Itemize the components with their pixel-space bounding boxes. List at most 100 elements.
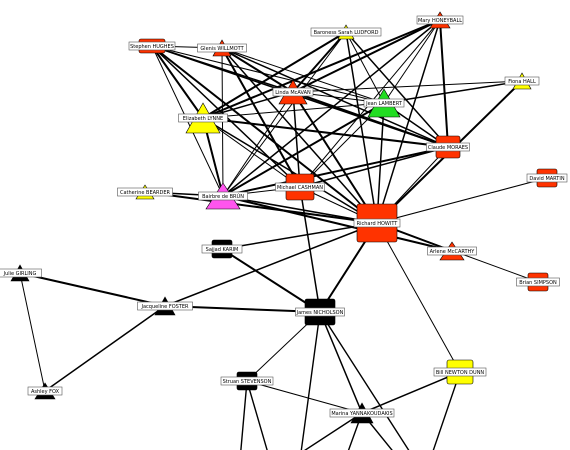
node-label-text: David MARTIN	[529, 176, 564, 182]
node-label-fiona-hall: Fiona HALL	[504, 76, 540, 86]
node-label-jacqueline-foster: Jacqueline FOSTER	[137, 301, 193, 311]
node-label-text: Jacqueline FOSTER	[141, 304, 190, 310]
node-label-text: James NICHOLSON	[296, 310, 344, 316]
node-label-glenis-willmott: Glenis WILLMOTT	[197, 43, 247, 53]
edge-elizabeth_lynne-michael_cashman	[202, 117, 301, 188]
edge-bill_newton_dunn-marina_yannakoudakis	[361, 371, 461, 414]
node-label-jean-lambert: Jean LAMBERT	[363, 98, 405, 108]
edge-mary_honeyball-elizabeth_lynne	[202, 19, 441, 119]
node-label-text: Brian SIMPSON	[519, 280, 557, 286]
edge-david_martin-richard_howitt	[376, 177, 548, 224]
node-label-elizabeth-lynne: Elizabeth LYNNE	[178, 113, 228, 123]
edge-baroness_sarah_ludford-linda_mcavan	[292, 31, 347, 93]
edge-elizabeth_lynne-claude_moraes	[202, 117, 449, 148]
edge-mary_honeyball-richard_howitt	[376, 19, 441, 224]
edge-julie_girling-ashley_fox	[19, 272, 46, 392]
edge-offscreen-0	[240, 380, 248, 450]
node-label-text: Ashley FOX	[31, 389, 60, 395]
node-label-david-martin: David MARTIN	[526, 173, 568, 183]
edge-linda_mcavan-michael_cashman	[292, 91, 301, 188]
edge-offscreen-6	[319, 311, 410, 450]
edge-richard_howitt-sajjad_karim	[221, 222, 378, 250]
edge-glenis_willmott-michael_cashman	[221, 47, 301, 188]
edge-james_nicholson-marina_yannakoudakis	[319, 311, 363, 414]
edge-catherine_bearder-richard_howitt	[144, 191, 378, 224]
node-label-text: Mary HONEYBALL	[418, 18, 462, 24]
node-label-arlene-mccarthy: Arlene McCARTHY	[427, 246, 477, 256]
edge-mary_honeyball-baroness_de_brun	[222, 19, 441, 197]
node-label-text: Sajjad KARIM	[206, 247, 239, 253]
edge-glenis_willmott-jean_lambert	[221, 47, 385, 104]
edge-fiona_hall-linda_mcavan	[292, 80, 523, 93]
node-label-mary-honeyball: Mary HONEYBALL	[416, 15, 464, 25]
node-label-baroness-de-brun: Bairbre de BRÚN	[198, 191, 248, 201]
node-label-linda-mcavan: Linda McAVAN	[272, 87, 314, 97]
node-label-text: Glenis WILLMOTT	[200, 46, 244, 52]
node-label-text: Catherine BEARDER	[120, 190, 171, 196]
node-label-marina-yannakoudakis: Marina YANNAKOUDAKIS	[329, 408, 395, 418]
edge-offscreen-1	[246, 380, 268, 450]
edge-jean_lambert-richard_howitt	[376, 102, 385, 224]
node-label-catherine-bearder: Catherine BEARDER	[117, 187, 173, 197]
node-label-text: Stephen HUGHES	[130, 44, 174, 50]
node-label-text: Baroness Sarah LUDFORD	[314, 30, 379, 36]
edge-baroness_sarah_ludford-baroness_de_brun	[222, 31, 347, 197]
edge-mary_honeyball-jean_lambert	[383, 19, 441, 104]
node-label-bill-newton-dunn: Bill NEWTON DUNN	[433, 367, 487, 377]
node-label-stephen-hughes: Stephen HUGHES	[128, 41, 176, 51]
node-label-text: Jean LAMBERT	[365, 101, 403, 107]
node-label-text: Julie GIRLING	[3, 271, 37, 277]
node-label-text: Marina YANNAKOUDAKIS	[331, 411, 392, 417]
node-label-text: Elizabeth LYNNE	[183, 116, 223, 122]
node-label-text: Richard HOWITT	[357, 221, 399, 227]
edge-jean_lambert-baroness_de_brun	[222, 102, 385, 197]
edge-linda_mcavan-claude_moraes	[292, 91, 449, 148]
edge-mary_honeyball-linda_mcavan	[292, 19, 441, 93]
node-label-james-nicholson: James NICHOLSON	[295, 307, 345, 317]
edge-julie_girling-jacqueline_foster	[19, 272, 166, 307]
node-label-text: Arlene McCARTHY	[430, 249, 476, 255]
edge-stephen_hughes-elizabeth_lynne	[151, 45, 204, 119]
node-label-text: Struan STEVENSON	[223, 379, 272, 385]
edge-jacqueline_foster-ashley_fox	[44, 305, 166, 392]
edge-richard_howitt-bill_newton_dunn	[376, 222, 461, 373]
edges-layer	[19, 19, 548, 450]
edge-elizabeth_lynne-richard_howitt	[202, 117, 378, 224]
edge-mary_honeyball-claude_moraes	[439, 19, 449, 148]
nodes-layer	[10, 11, 558, 424]
node-label-text: Claude MORAES	[428, 145, 468, 151]
edge-jean_lambert-elizabeth_lynne	[202, 102, 385, 119]
edge-linda_mcavan-richard_howitt	[292, 91, 378, 224]
edge-james_nicholson-sajjad_karim	[221, 248, 321, 313]
edge-stephen_hughes-jean_lambert	[151, 45, 385, 104]
node-label-struan-stevenson: Struan STEVENSON	[220, 376, 274, 386]
node-label-claude-moraes: Claude MORAES	[426, 142, 470, 152]
node-label-sajjad-karim: Sajjad KARIM	[201, 244, 243, 254]
edge-offscreen-2	[300, 311, 321, 450]
labels-layer: Stephen HUGHES Glenis WILLMOTT Baroness Sa…	[0, 15, 568, 418]
edge-richard_howitt-jacqueline_foster	[164, 222, 378, 307]
node-label-michael-cashman: Michael CASHMAN	[275, 182, 325, 192]
node-label-baroness-sarah-ludford: Baroness Sarah LUDFORD	[310, 27, 382, 37]
edge-claude_moraes-michael_cashman	[299, 146, 449, 188]
edge-baroness_de_brun-richard_howitt	[222, 195, 378, 224]
edge-baroness_sarah_ludford-jean_lambert	[345, 31, 385, 104]
node-label-text: Fiona HALL	[508, 79, 536, 85]
node-label-text: Bill NEWTON DUNN	[436, 370, 485, 376]
edge-claude_moraes-baroness_de_brun	[222, 146, 449, 197]
edge-offscreen-5	[432, 371, 461, 450]
edge-linda_mcavan-baroness_de_brun	[222, 91, 294, 197]
edge-struan_stevenson-marina_yannakoudakis	[246, 380, 363, 414]
node-label-julie-girling: Julie GIRLING	[0, 268, 42, 278]
node-label-ashley-fox: Ashley FOX	[27, 386, 63, 396]
edge-fiona_hall-jean_lambert	[383, 80, 523, 104]
node-label-text: Michael CASHMAN	[277, 185, 323, 191]
edge-baroness_de_brun-arlene_mccarthy	[222, 195, 453, 252]
edge-offscreen-7	[304, 412, 363, 450]
node-label-brian-simpson: Brian SIMPSON	[516, 277, 560, 287]
node-label-text: Bairbre de BRÚN	[202, 193, 244, 200]
node-label-richard-howitt: Richard HOWITT	[353, 218, 401, 228]
edge-baroness_sarah_ludford-elizabeth_lynne	[202, 31, 347, 119]
edge-glenis_willmott-richard_howitt	[221, 47, 378, 224]
